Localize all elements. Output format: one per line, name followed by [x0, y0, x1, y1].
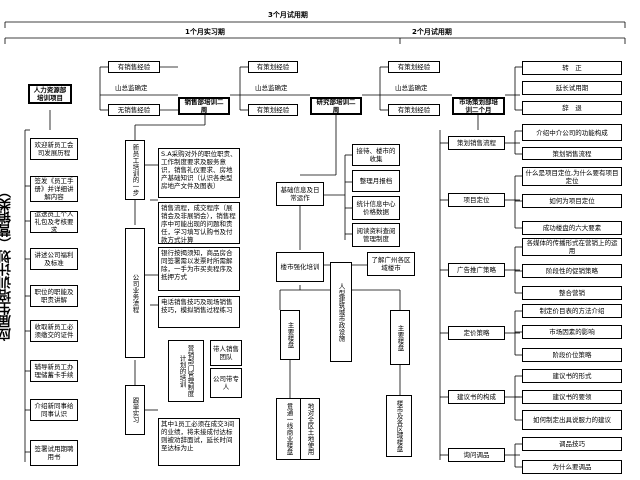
header-phase1: 1个月实习期 — [185, 28, 225, 36]
market-detail: 整合营销 — [522, 286, 622, 300]
root-node: 人力资源部培训项目 — [28, 84, 72, 104]
sales-vertical-shadow: 跟单实习 — [125, 385, 145, 435]
market-detail: 阶段价位策略 — [522, 348, 622, 362]
research-vertical: 人型建筑城市政设施 — [330, 262, 352, 362]
market-category: 定价策略 — [448, 326, 505, 340]
market-detail: 市场因素的影响 — [522, 325, 622, 339]
sales-option-inexperienced: 无销售经验 — [108, 104, 160, 116]
market-detail: 为什么要调品 — [522, 460, 622, 474]
market-detail: 制定价目表的方法介绍 — [522, 304, 622, 318]
market-detail: 各媒体的传播形式在营销上的运用 — [522, 238, 622, 256]
research-basics: 基础信息及日常运作 — [276, 182, 324, 206]
market-option-2: 有策划经验 — [388, 104, 440, 116]
research-market-training: 楼市强化培训 — [276, 252, 324, 282]
left-item: 介绍新同事给同事认识 — [30, 399, 78, 421]
market-category: 建议书的构成 — [448, 390, 505, 404]
sales-node: 销售部培训二周 — [178, 97, 230, 115]
market-category: 询问调品 — [448, 448, 505, 462]
sales-detail: 银行按揭须知，商品房合同签署需以发票时所需解除，一手为市买卖程序及抵押方式 — [158, 247, 240, 291]
market-option-director: 山总监确定 — [395, 84, 428, 92]
sales-detail: 电话销售技巧及现场销售技巧，模拟销售过程练习 — [158, 296, 240, 328]
market-detail: 如何为项目定位 — [522, 194, 622, 208]
sales-vertical-process: 公司业务流程 — [125, 228, 145, 358]
market-detail: 介绍中介公司的功能构成 — [522, 124, 622, 141]
market-detail: 阶段性的促销策略 — [522, 264, 622, 278]
research-vertical: 楼市及各区域楼盘 — [386, 395, 412, 457]
market-detail: 建议书的形式 — [522, 369, 622, 383]
left-item: 签署试用期聘用书 — [30, 440, 78, 466]
research-guangzhou: 了解广州各区域楼市 — [367, 252, 415, 276]
research-detail: 接待、楼市的收集 — [352, 144, 400, 166]
research-option-director: 山总监确定 — [255, 84, 288, 92]
sales-vertical-manage: 营销部门管理制度计划的培训 — [168, 340, 204, 402]
market-detail: 成功楼盘的六大要素 — [522, 221, 622, 235]
left-item: 运送员工个人礼包及考核要求 — [30, 211, 78, 233]
sales-followup: 带人销售团队 — [210, 340, 242, 366]
header-phase2: 2个月试用期 — [412, 28, 452, 36]
market-detail: 建议书的要领 — [522, 390, 622, 404]
side-title: 应届生培训计划（营销类） — [0, 185, 14, 341]
sales-detail: S.A采购对外的职位职责、工作制度要求及服务意识，销售礼仪要求、房地产基础知识（… — [158, 148, 240, 198]
left-item: 签发《员工手册》并详细讲解内容 — [30, 176, 78, 202]
sales-detail: 销售流程，成交程序（展销会及非展销会），销售程序中可能出现的问题和责任，学习填写… — [158, 202, 240, 244]
market-detail: 策划销售流程 — [522, 147, 622, 160]
sales-option-director: 山总监确定 — [115, 84, 148, 92]
market-detail: 调品技巧 — [522, 437, 622, 451]
research-vertical: 主要楼盘 — [390, 310, 410, 365]
research-option-1: 有策划经验 — [248, 61, 298, 73]
outcome-dismiss: 辞 退 — [522, 101, 622, 115]
research-detail: 阅读资料查阅管理制度 — [352, 223, 400, 247]
left-item: 收取新员工必须缴交的证件 — [30, 320, 78, 342]
research-node: 研究部培训二周 — [310, 97, 362, 115]
left-item: 职位的职能及职责讲解 — [30, 285, 78, 307]
left-item: 欢迎新员工会司发展历程 — [30, 138, 78, 160]
left-item: 讲述公司福利及标准 — [30, 248, 78, 270]
market-node: 市场策划部培训二个月 — [452, 97, 505, 115]
sales-vertical-step1: 新员工培训的一步 — [125, 140, 145, 200]
sales-followup: 公司带专人 — [210, 368, 242, 398]
research-detail: 统计信息中心价格数据 — [352, 196, 400, 220]
left-item: 辅导新员工办理储蓄卡手续 — [30, 360, 78, 382]
market-option-1: 有策划经验 — [388, 61, 440, 73]
sales-bottom-note: 其中1员工必须在成交3间的业绩，将未接成付达标则被劝辞面试，延长时间至达标为止 — [158, 418, 240, 466]
sales-option-experienced: 有销售经验 — [108, 61, 160, 73]
research-vertical: 地对全区土地使用 — [300, 398, 320, 460]
market-category: 项目定位 — [448, 193, 505, 207]
market-category: 广告推广策略 — [448, 263, 505, 277]
market-category: 策划销售流程 — [448, 136, 505, 150]
market-detail: 什么是项目定位,为什么要有项目定位 — [522, 167, 622, 186]
research-vertical: 贯通一线商业楼盘 — [276, 398, 302, 460]
research-detail: 整理月报档 — [352, 170, 400, 192]
research-option-2: 有策划经验 — [248, 104, 298, 116]
header-top: 3个月试用期 — [268, 11, 308, 19]
research-vertical: 主要楼盘 — [280, 310, 300, 360]
outcome-regular: 转 正 — [522, 61, 622, 75]
outcome-extend: 延长试用期 — [522, 81, 622, 95]
market-detail: 如何制定出具说服力的建议 — [522, 410, 622, 430]
